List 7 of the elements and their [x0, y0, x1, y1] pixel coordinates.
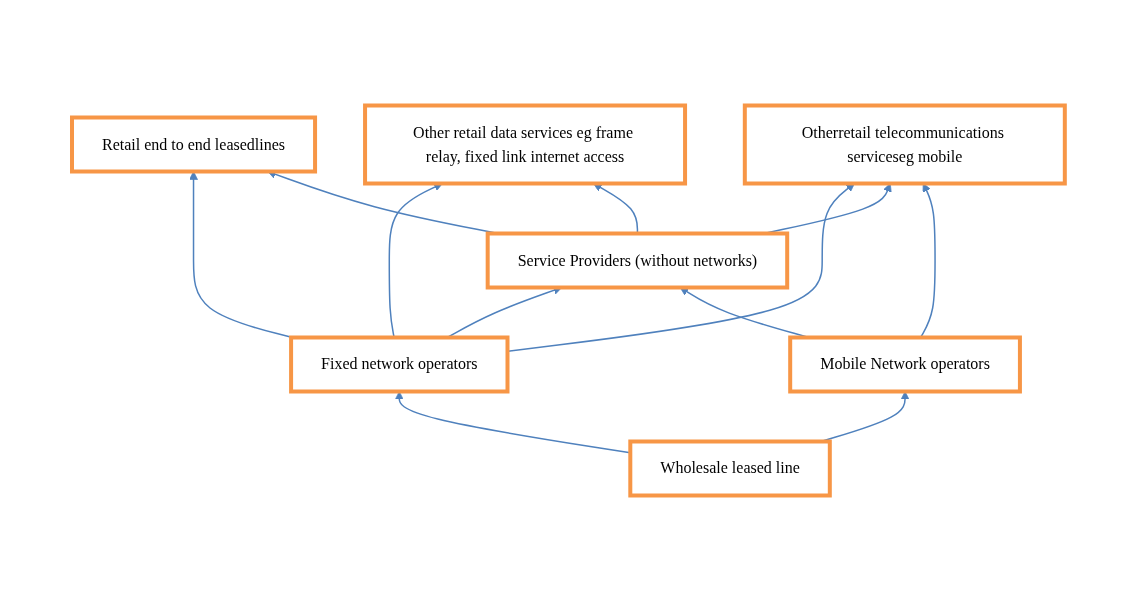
node-box: Service Providers (without networks): [485, 231, 790, 290]
node-box: Mobile Network operators: [788, 335, 1022, 394]
node-box: Fixed network operators: [289, 335, 510, 394]
node-box: Retail end to end leasedlines: [70, 115, 318, 174]
node-box: Otherretail telecommunications serviceseg mobile: [742, 103, 1067, 186]
node-box: Other retail data services eg frame relay, fixed link internet access: [363, 103, 688, 186]
node-box: Wholesale leased line: [628, 439, 832, 498]
